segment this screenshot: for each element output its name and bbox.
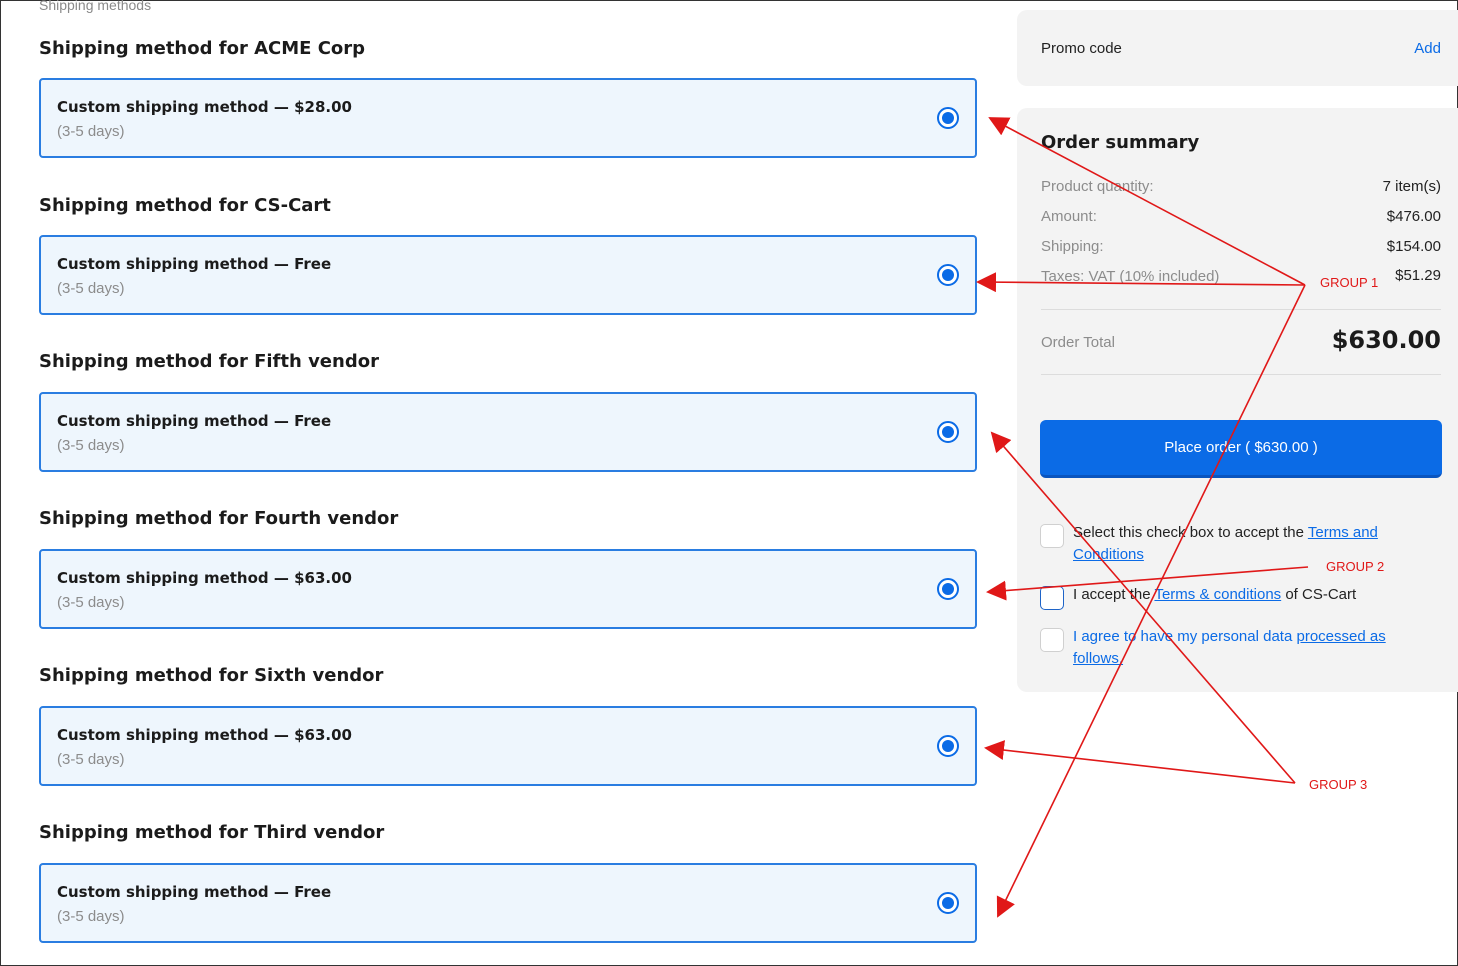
vendor-title-sixth-vendor: Shipping method for Sixth vendor: [39, 665, 384, 686]
summary-divider: [1041, 374, 1441, 375]
radio-selected-sixth-vendor[interactable]: [937, 735, 959, 757]
delivery-time: (3-5 days): [57, 437, 125, 454]
summary-value: 7 item(s): [1382, 178, 1441, 195]
order-total-value: $630.00: [1331, 326, 1441, 354]
shipping-method-name: Custom shipping method — Free: [57, 412, 332, 430]
place-order-button[interactable]: Place order ( $630.00 ): [1040, 420, 1442, 478]
vendor-title-acme-corp: Shipping method for ACME Corp: [39, 38, 366, 59]
privacy-checkbox[interactable]: [1040, 628, 1064, 652]
cscart-terms-checkbox[interactable]: [1040, 586, 1064, 610]
shipping-method-name: Custom shipping method — Free: [57, 883, 332, 901]
delivery-time: (3-5 days): [57, 123, 125, 140]
promo-code-panel: Promo code Add: [1017, 10, 1458, 86]
summary-label: Taxes: VAT (10% included): [1041, 268, 1220, 285]
order-summary-title: Order summary: [1041, 132, 1200, 153]
shipping-option-cs-cart[interactable]: Custom shipping method — Free (3-5 days): [39, 235, 977, 315]
radio-selected-fourth-vendor[interactable]: [937, 578, 959, 600]
order-summary-panel: Order summary Product quantity: 7 item(s…: [1017, 108, 1458, 692]
shipping-option-acme-corp[interactable]: Custom shipping method — $28.00 (3-5 day…: [39, 78, 977, 158]
privacy-label: I agree to have my personal data process…: [1073, 628, 1386, 667]
shipping-method-name: Custom shipping method — $63.00: [57, 569, 352, 587]
annotation-label-group3: GROUP 3: [1309, 777, 1368, 792]
shipping-method-name: Custom shipping method — $28.00: [57, 98, 352, 116]
shipping-method-name: Custom shipping method — $63.00: [57, 726, 352, 744]
radio-selected-fifth-vendor[interactable]: [937, 421, 959, 443]
annotation-label-group2: GROUP 2: [1326, 559, 1385, 574]
delivery-time: (3-5 days): [57, 751, 125, 768]
cscart-terms-link[interactable]: Terms & conditions: [1154, 586, 1282, 603]
shipping-option-fifth-vendor[interactable]: Custom shipping method — Free (3-5 days): [39, 392, 977, 472]
shipping-option-fourth-vendor[interactable]: Custom shipping method — $63.00 (3-5 day…: [39, 549, 977, 629]
summary-value: $476.00: [1386, 208, 1441, 225]
summary-value: $51.29: [1395, 267, 1441, 284]
summary-value: $154.00: [1386, 238, 1441, 255]
vendor-title-third-vendor: Shipping method for Third vendor: [39, 822, 385, 843]
summary-label: Product quantity:: [1041, 178, 1154, 195]
summary-label: Amount:: [1041, 208, 1097, 225]
section-label: Shipping methods: [39, 0, 152, 13]
terms-checkbox[interactable]: [1040, 524, 1064, 548]
shipping-option-third-vendor[interactable]: Custom shipping method — Free (3-5 days): [39, 863, 977, 943]
radio-selected-third-vendor[interactable]: [937, 892, 959, 914]
summary-label: Shipping:: [1041, 238, 1104, 255]
radio-selected-cs-cart[interactable]: [937, 264, 959, 286]
shipping-option-sixth-vendor[interactable]: Custom shipping method — $63.00 (3-5 day…: [39, 706, 977, 786]
radio-selected-acme-corp[interactable]: [937, 107, 959, 129]
delivery-time: (3-5 days): [57, 594, 125, 611]
delivery-time: (3-5 days): [57, 280, 125, 297]
vendor-title-fifth-vendor: Shipping method for Fifth vendor: [39, 351, 379, 372]
vendor-title-fourth-vendor: Shipping method for Fourth vendor: [39, 508, 399, 529]
promo-code-add-link[interactable]: Add: [1414, 40, 1441, 57]
annotation-arrow-group3-sixth: [984, 740, 1296, 784]
vendor-title-cs-cart: Shipping method for CS-Cart: [39, 195, 331, 216]
shipping-method-name: Custom shipping method — Free: [57, 255, 332, 273]
summary-divider: [1041, 309, 1441, 310]
annotation-label-group1: GROUP 1: [1320, 275, 1379, 290]
cscart-terms-label: I accept the Terms & conditions of CS-Ca…: [1073, 586, 1357, 603]
delivery-time: (3-5 days): [57, 908, 125, 925]
order-total-label: Order Total: [1041, 334, 1115, 351]
promo-code-label: Promo code: [1041, 40, 1122, 57]
